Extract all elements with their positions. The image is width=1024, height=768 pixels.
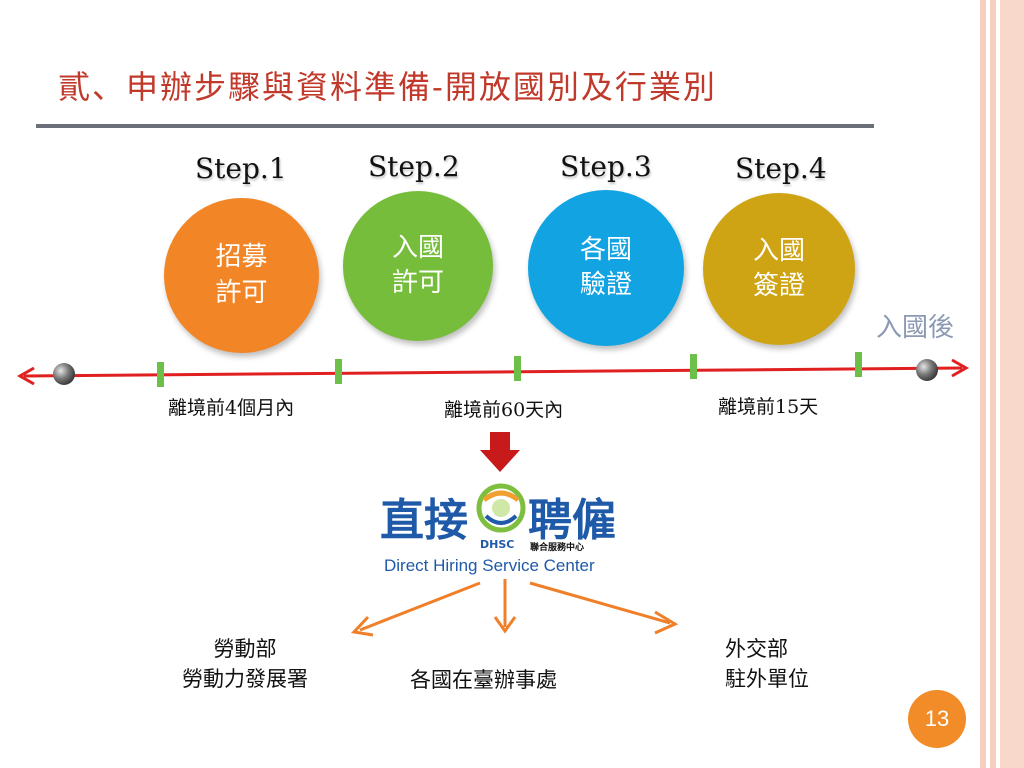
step-circle-2-line2: 許可 bbox=[391, 268, 444, 298]
step-circle-2: 入國許可 bbox=[343, 191, 493, 341]
arrow-left-head-icon bbox=[350, 615, 374, 637]
agency-left: 勞動部 勞動力發展署 bbox=[160, 634, 330, 695]
timeline-label-2: 離境前60天內 bbox=[444, 399, 564, 421]
step-circle-2-line1: 入國 bbox=[391, 232, 444, 263]
step-circle-4-line1: 入國 bbox=[752, 235, 805, 266]
timeline-endpoint-left-icon bbox=[53, 363, 75, 385]
timeline-tick-5 bbox=[855, 352, 862, 377]
step-circle-1-line2: 許可 bbox=[215, 277, 268, 308]
arrow-middle-head-icon bbox=[493, 616, 517, 634]
timeline-tick-4 bbox=[690, 354, 697, 379]
step-circle-1: 招募許可 bbox=[164, 198, 319, 353]
step-label-3: Step.3 bbox=[560, 150, 652, 183]
agency-middle: 各國在臺辦事處 bbox=[410, 668, 557, 692]
agency-right-line2: 駐外單位 bbox=[725, 667, 809, 692]
step-circle-3-line2: 驗證 bbox=[579, 270, 632, 300]
timeline-endpoint-right-icon bbox=[916, 359, 938, 381]
edge-stripe bbox=[980, 0, 986, 768]
down-arrow-icon bbox=[480, 432, 520, 472]
timeline bbox=[16, 352, 970, 387]
edge-stripe bbox=[1000, 0, 1024, 768]
logo-text-right: 聘僱 bbox=[528, 495, 616, 546]
timeline-label-3: 離境前15天 bbox=[718, 396, 819, 418]
step-label-4: Step.4 bbox=[735, 152, 827, 185]
step-circle-4-line2: 簽證 bbox=[752, 271, 805, 301]
timeline-tick-1 bbox=[157, 362, 164, 387]
slide-title: 貳、申辦步驟與資料準備-開放國別及行業別 bbox=[58, 68, 717, 106]
timeline-arrow-left-icon bbox=[16, 366, 35, 386]
after-entry-label: 入國後 bbox=[876, 313, 955, 343]
timeline-tick-3 bbox=[514, 356, 521, 381]
step-circle-3-line1: 各國 bbox=[579, 234, 632, 265]
step-circle-1-line1: 招募 bbox=[215, 242, 268, 273]
agency-left-line2: 勞動力發展署 bbox=[182, 667, 308, 692]
timeline-line bbox=[23, 366, 963, 378]
step-circle-3: 各國驗證 bbox=[528, 190, 684, 346]
step-label-1: Step.1 bbox=[195, 152, 287, 185]
timeline-tick-2 bbox=[335, 359, 342, 384]
agency-left-line1: 勞動部 bbox=[213, 637, 277, 661]
step-label-2: Step.2 bbox=[368, 150, 460, 183]
arrow-right-line bbox=[529, 581, 671, 625]
logo-english-name: Direct Hiring Service Center bbox=[384, 556, 595, 575]
agency-right: 外交部 駐外單位 bbox=[725, 634, 809, 695]
page-number: 13 bbox=[908, 690, 966, 748]
dhsc-logo: 直接 聘僱 DHSC 聯合服務中心 Direct Hiring Service … bbox=[378, 478, 628, 578]
logo-center-name: 聯合服務中心 bbox=[530, 543, 585, 553]
arrow-right-head-icon bbox=[654, 610, 679, 635]
arrow-left-line bbox=[359, 581, 481, 632]
distribution-arrows bbox=[350, 579, 679, 637]
logo-abbr: DHSC bbox=[480, 538, 515, 551]
timeline-label-1: 離境前4個月內 bbox=[168, 397, 295, 419]
timeline-arrow-right-icon bbox=[951, 358, 970, 378]
logo-text-left: 直接 bbox=[380, 495, 468, 546]
globe-icon bbox=[476, 483, 526, 533]
step-circle-4: 入國簽證 bbox=[703, 193, 855, 345]
title-underline bbox=[36, 124, 874, 128]
agency-right-line1: 外交部 bbox=[725, 637, 788, 661]
edge-stripe bbox=[990, 0, 996, 768]
